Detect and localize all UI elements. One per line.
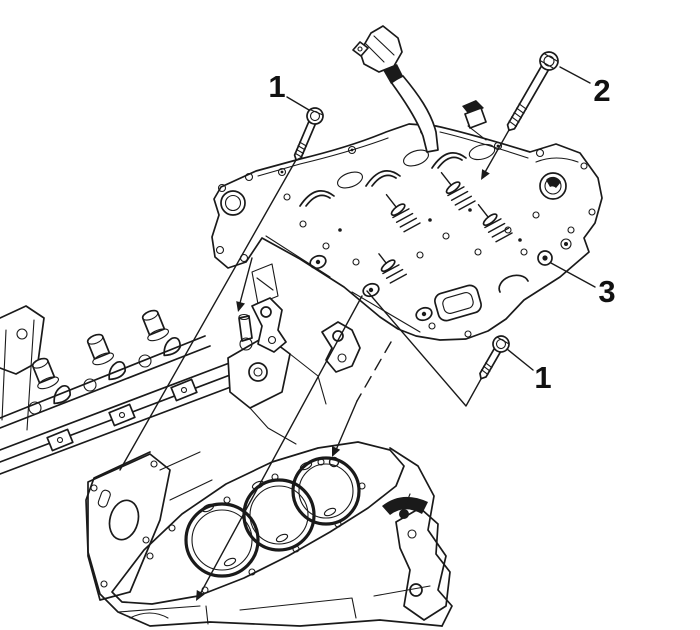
exhaust-boss-hole	[537, 250, 553, 266]
removed-cylinder-head	[211, 100, 603, 373]
gasket-coolant-slots	[201, 461, 337, 567]
exhaust-ports	[428, 238, 572, 338]
cam-tower-arches	[299, 152, 467, 207]
gasket-outline	[111, 441, 405, 605]
cylinder-head-outline	[211, 123, 603, 341]
alignment-dowel-pin	[238, 313, 253, 351]
harness-wire	[390, 75, 439, 153]
head-bolt-1-lower-right	[479, 335, 510, 380]
alignment-line-dashed-solid-end	[335, 400, 358, 451]
front-face-oval-opening	[108, 499, 140, 541]
connector-lock-tab	[357, 46, 363, 52]
block-right-edge	[389, 447, 453, 627]
left-bank-end-hole	[16, 328, 28, 340]
bedplate-seams	[117, 585, 431, 625]
head-rear-cover-face	[535, 157, 596, 234]
leader-line-3	[550, 262, 596, 288]
valve-springs	[378, 171, 513, 284]
guide-line-dowel	[239, 257, 253, 304]
deck-opening-1	[337, 171, 363, 189]
cam-lobes	[28, 336, 182, 415]
bank-face-bore	[248, 362, 268, 382]
lift-bracket	[321, 321, 361, 373]
cylinder-bores	[184, 456, 361, 578]
head-bolt-1-upper-left	[293, 107, 324, 162]
arrowhead-bolt2	[481, 169, 490, 180]
cam-caps	[46, 378, 198, 452]
alignment-line-v	[366, 290, 482, 407]
front-face-plate	[87, 453, 171, 601]
block-sensor-bolt	[399, 493, 411, 519]
head-bolts	[293, 51, 559, 380]
arrowhead-dowel	[236, 301, 245, 312]
callout-label-2: 2	[593, 73, 610, 108]
alignment-line-dashed	[356, 341, 392, 402]
alignment-line-block-left	[197, 295, 363, 599]
lower-left-bracket	[251, 297, 287, 353]
cast-details	[129, 451, 213, 619]
head-gasket	[111, 441, 405, 605]
cylinder-bore-1	[184, 502, 260, 578]
alignment-line-bolt1-upper	[119, 159, 297, 471]
leader-line-1-lower	[506, 348, 534, 371]
arrowhead-deck-hole	[332, 446, 341, 457]
spark-plug-tubes	[309, 254, 433, 322]
head-face-holes	[283, 193, 540, 266]
cylinder-bore-3	[291, 456, 361, 526]
wiring-harness	[352, 25, 439, 153]
head-top-sensor	[462, 100, 487, 141]
engine-mount-bracket	[382, 496, 451, 621]
leader-line-1-upper	[286, 96, 310, 111]
block-bottom-left-edge	[85, 451, 443, 627]
callouts: 1 2 3 1	[268, 66, 616, 395]
annotation-lines	[119, 129, 510, 601]
bank-face-bore-inner	[253, 367, 263, 377]
head-left-flange	[215, 172, 279, 305]
deck-opening-3	[468, 143, 496, 161]
left-bank-ribs	[1, 319, 35, 431]
engine-block	[85, 441, 453, 627]
left-bank-end-casting	[0, 305, 45, 375]
head-bolt-2-upper-right	[506, 51, 559, 132]
left-bank-cylinder-head	[0, 305, 327, 475]
callout-label-3: 3	[598, 274, 615, 309]
head-top-flange	[257, 131, 529, 177]
bucket-tappets	[31, 309, 170, 390]
alignment-line-bolt2	[483, 129, 510, 175]
callout-label-1-upper: 1	[268, 69, 285, 104]
leader-line-2	[559, 66, 591, 84]
deck-opening-2	[403, 149, 429, 167]
callout-label-1-lower: 1	[534, 360, 551, 395]
arrowhead-block-left	[196, 590, 205, 601]
connector-tip	[383, 64, 403, 84]
electrical-connector	[352, 25, 403, 84]
